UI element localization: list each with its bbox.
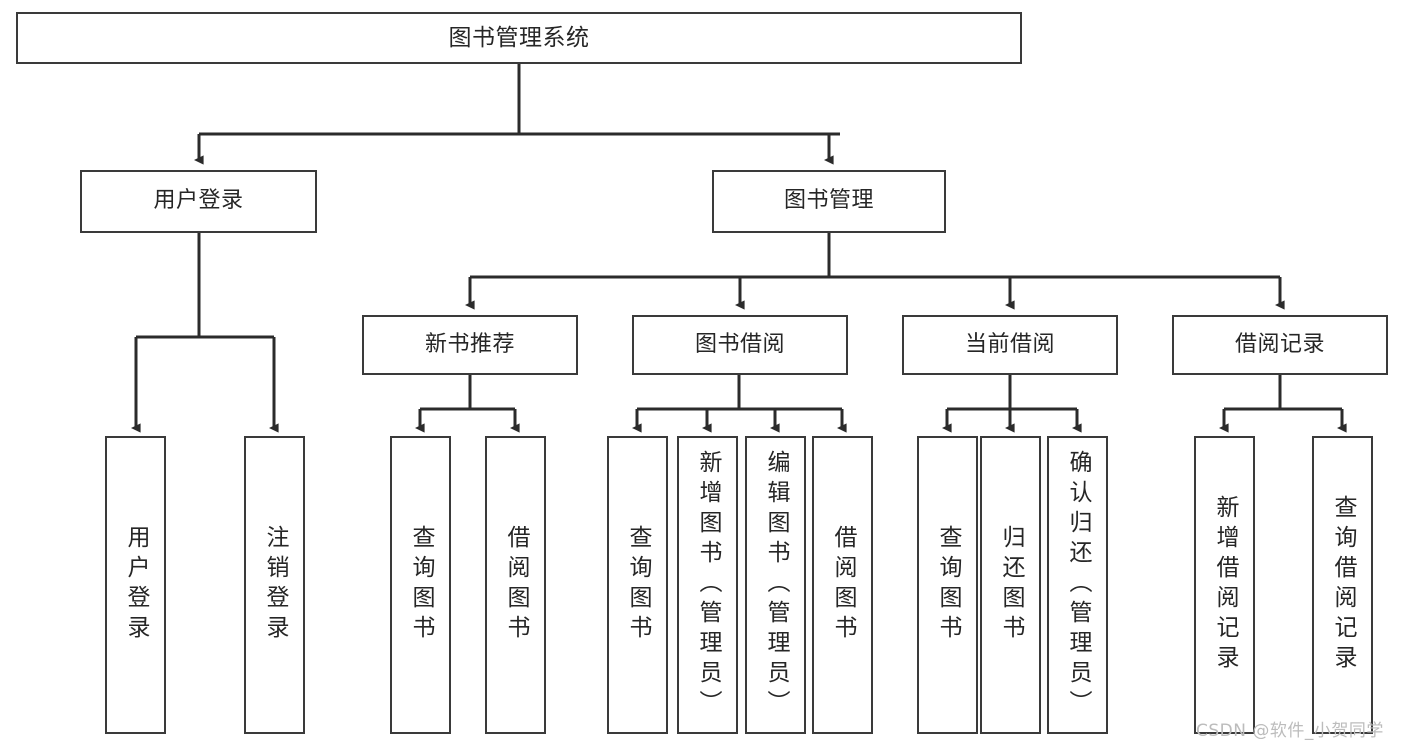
node-label: 用户登录	[123, 525, 149, 645]
node-label: 图书借阅	[694, 331, 785, 357]
node-user-login[interactable]: 用户登录	[80, 170, 317, 233]
node-label: 确认归还（管理员）	[1065, 450, 1091, 720]
node-current-borrow[interactable]: 当前借阅	[902, 315, 1118, 375]
leaf-current-confirm-return[interactable]: 确认归还（管理员）	[1047, 436, 1108, 734]
node-label: 图书管理	[783, 188, 874, 214]
node-borrow-record[interactable]: 借阅记录	[1172, 315, 1388, 375]
leaf-record-add[interactable]: 新增借阅记录	[1194, 436, 1255, 734]
leaf-recommend-borrow-book[interactable]: 借阅图书	[485, 436, 546, 734]
node-root-system[interactable]: 图书管理系统	[16, 12, 1022, 64]
node-label: 注销登录	[262, 525, 288, 645]
leaf-user-login[interactable]: 用户登录	[105, 436, 166, 734]
leaf-recommend-query-book[interactable]: 查询图书	[390, 436, 451, 734]
leaf-borrow-edit-book[interactable]: 编辑图书（管理员）	[745, 436, 806, 734]
leaf-current-query-book[interactable]: 查询图书	[917, 436, 978, 734]
leaf-borrow-borrow-book[interactable]: 借阅图书	[812, 436, 873, 734]
node-label: 图书管理系统	[448, 24, 590, 51]
node-label: 新书推荐	[424, 331, 515, 357]
leaf-borrow-query-book[interactable]: 查询图书	[607, 436, 668, 734]
node-label: 新增借阅记录	[1212, 495, 1238, 675]
node-label: 借阅图书	[830, 525, 856, 645]
node-label: 借阅记录	[1234, 331, 1325, 357]
leaf-record-query[interactable]: 查询借阅记录	[1312, 436, 1373, 734]
leaf-user-logout[interactable]: 注销登录	[244, 436, 305, 734]
node-book-borrow[interactable]: 图书借阅	[632, 315, 848, 375]
node-new-book-recommend[interactable]: 新书推荐	[362, 315, 578, 375]
leaf-current-return-book[interactable]: 归还图书	[980, 436, 1041, 734]
node-label: 用户登录	[153, 188, 244, 214]
node-label: 编辑图书（管理员）	[763, 450, 789, 720]
leaf-borrow-add-book[interactable]: 新增图书（管理员）	[677, 436, 738, 734]
node-label: 归还图书	[998, 525, 1024, 645]
node-label: 查询图书	[935, 525, 961, 645]
node-label: 查询图书	[625, 525, 651, 645]
node-label: 查询图书	[408, 525, 434, 645]
node-label: 当前借阅	[964, 331, 1055, 357]
node-book-management[interactable]: 图书管理	[712, 170, 946, 233]
node-label: 新增图书（管理员）	[695, 450, 721, 720]
node-label: 查询借阅记录	[1330, 495, 1356, 675]
node-label: 借阅图书	[503, 525, 529, 645]
